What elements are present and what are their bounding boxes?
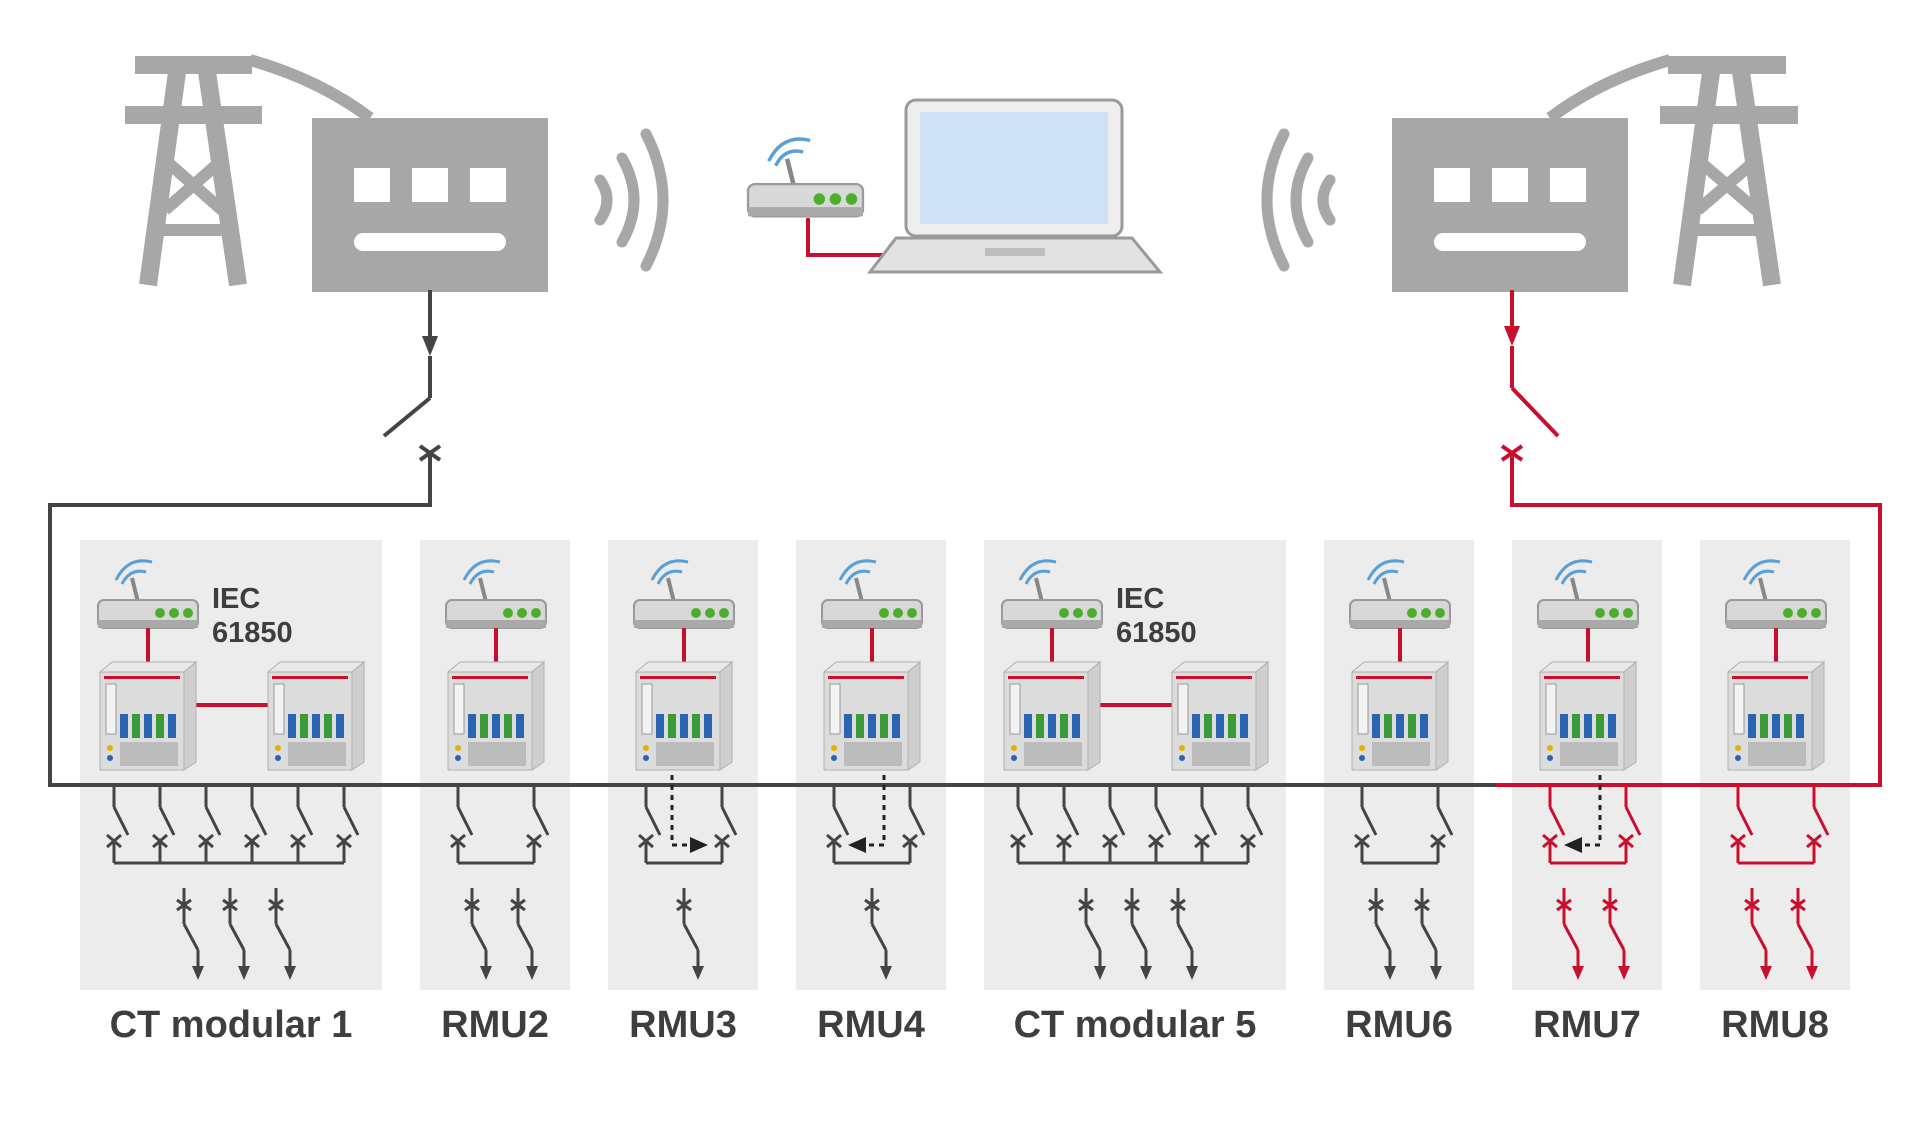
control-arrowheads [690, 837, 1582, 853]
ring-line-red [1495, 290, 1882, 787]
panel-label: CT modular 5 [1014, 1004, 1257, 1046]
left-substation-group [125, 54, 669, 292]
wireless-signal-icon [594, 128, 669, 272]
protection-relay-icon [823, 661, 921, 771]
panel-label: RMU8 [1721, 1004, 1829, 1046]
control-center [748, 98, 1164, 274]
transmission-tower-icon [125, 54, 374, 287]
control-arrows [670, 775, 1602, 847]
switchgear-red [1541, 783, 1830, 982]
wireless-signal-icon [1261, 128, 1336, 272]
transmission-tower-icon [1546, 54, 1798, 287]
iec-label-1a: IEC [212, 583, 260, 615]
protection-relay-icon [1539, 661, 1637, 771]
wireless-router-icon [748, 139, 863, 216]
protection-relay-icon [1351, 661, 1449, 771]
protection-relay-icon [267, 661, 365, 771]
substation-rtu-icon [312, 118, 548, 292]
switchgear-dark [105, 783, 1454, 982]
protection-relay-icon [1003, 661, 1101, 771]
router-device-links [146, 628, 1778, 707]
laptop-icon [866, 98, 1164, 274]
panel-label: RMU3 [629, 1004, 737, 1046]
panel-label: RMU4 [817, 1004, 925, 1046]
iec-label-5b: 61850 [1116, 617, 1197, 649]
protection-devices [99, 661, 1825, 771]
panel-label: RMU6 [1345, 1004, 1453, 1046]
iec-label-5a: IEC [1116, 583, 1164, 615]
substation-rtu-icon [1392, 118, 1628, 292]
iec-label-1b: 61850 [212, 617, 293, 649]
protection-relay-icon [447, 661, 545, 771]
router-laptop-link [806, 218, 900, 257]
panel-label: RMU2 [441, 1004, 549, 1046]
protection-relay-icon [1171, 661, 1269, 771]
protection-relay-icon [99, 661, 197, 771]
right-substation-group [1261, 54, 1798, 292]
ring-line-dark [48, 290, 1495, 787]
panel-labels: CT modular 1 RMU2 RMU3 RMU4 CT modular 5… [110, 1004, 1829, 1046]
panel-label: CT modular 1 [110, 1004, 353, 1046]
protection-relay-icon [635, 661, 733, 771]
panel-label: RMU7 [1533, 1004, 1641, 1046]
protection-relay-icon [1727, 661, 1825, 771]
